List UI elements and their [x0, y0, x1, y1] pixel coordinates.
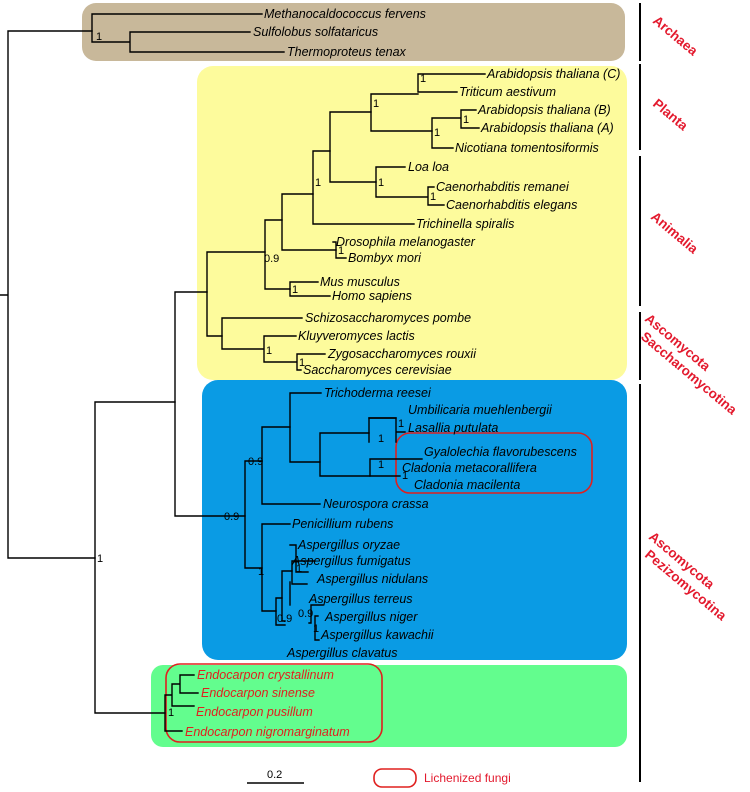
- taxon-label: Schizosaccharomyces pombe: [305, 311, 471, 325]
- taxon-label: Saccharomyces cerevisiae: [303, 363, 452, 377]
- taxon-label: Triticum aestivum: [459, 85, 556, 99]
- taxon-label: Aspergillus terreus: [308, 592, 413, 606]
- support-zygo: 1: [299, 357, 305, 369]
- taxon-label: Aspergillus kawachii: [320, 628, 435, 642]
- legend: Lichenized fungi: [373, 768, 511, 788]
- taxon-label: Caenorhabditis remanei: [436, 180, 570, 194]
- endocarpon-box: [151, 665, 627, 747]
- taxon-label: Zygosaccharomyces rouxii: [327, 347, 477, 361]
- support-sordario: 0.9: [248, 456, 263, 468]
- taxon-label: Arabidopsis thaliana (A): [480, 121, 614, 135]
- taxon-label: Kluyveromyces lactis: [298, 329, 415, 343]
- legend-label: Lichenized fungi: [424, 771, 511, 785]
- support-values: 1 1 1 1 1 1 1 1 0.9 1 1 1 1 1 1 1 1 0.9 …: [96, 31, 469, 719]
- taxon-label: Trichinella spiralis: [416, 217, 514, 231]
- support-metazoa: 0.9: [264, 253, 279, 265]
- taxon-label: Mus musculus: [320, 275, 400, 289]
- taxon-label: Caenorhabditis elegans: [446, 198, 577, 212]
- group-label-archaea: Archaea: [650, 13, 701, 59]
- support-endocarpon: 1: [168, 707, 174, 719]
- tree-branches: [0, 13, 486, 732]
- support-archaea: 1: [96, 31, 102, 43]
- support-plants: 1: [373, 98, 379, 110]
- taxon-label: Thermoproteus tenax: [287, 45, 407, 59]
- scale-bar: 0.2: [247, 769, 304, 784]
- taxon-label: Sulfolobus solfataricus: [253, 25, 378, 39]
- taxon-label: Penicillium rubens: [292, 517, 393, 531]
- support-asp-clavatus: 0.9: [277, 613, 292, 625]
- support-root: 1: [97, 553, 103, 565]
- taxon-label: Endocarpon crystallinum: [197, 668, 334, 682]
- group-label-planta: Planta: [650, 96, 691, 134]
- support-mus-homo: 1: [292, 284, 298, 296]
- taxon-label: Loa loa: [408, 160, 449, 174]
- legend-swatch: [373, 768, 417, 788]
- taxon-label: Aspergillus nidulans: [316, 572, 428, 586]
- support-sacch: 1: [266, 345, 272, 357]
- taxon-label: Endocarpon nigromarginatum: [185, 725, 350, 739]
- taxon-label: Aspergillus clavatus: [286, 646, 397, 660]
- taxon-label: Cladonia metacorallifera: [402, 461, 537, 475]
- scale-bar-label: 0.2: [267, 769, 282, 781]
- group-labels: Archaea Planta Animalia Ascomycota Sacch…: [638, 13, 740, 624]
- support-arab-ab: 1: [463, 114, 469, 126]
- taxon-label: Aspergillus oryzae: [297, 538, 400, 552]
- support-nematodes: 1: [378, 177, 384, 189]
- taxon-label: Umbilicaria muehlenbergii: [408, 403, 553, 417]
- pezizomycotina-box: [202, 380, 627, 660]
- support-clad: 1: [402, 470, 408, 482]
- support-asp-niger: 1: [313, 623, 319, 635]
- support-gyalo-clad: 1: [378, 459, 384, 471]
- taxon-label: Lasallia putulata: [408, 421, 498, 435]
- taxon-label: Methanocaldococcus fervens: [264, 7, 426, 21]
- support-penicillium-asp: 1: [258, 566, 264, 578]
- taxon-label: Aspergillus fumigatus: [291, 554, 411, 568]
- taxon-label: Homo sapiens: [332, 289, 412, 303]
- support-arab-nicotiana: 1: [434, 127, 440, 139]
- support-arab-c: 1: [420, 73, 426, 85]
- taxon-label: Bombyx mori: [348, 251, 422, 265]
- support-animals-plants: 1: [315, 177, 321, 189]
- taxon-label: Gyalolechia flavorubescens: [424, 445, 577, 459]
- lichen-outline-endocarpon: [165, 663, 383, 743]
- support-caeno: 1: [430, 191, 436, 203]
- group-label-animalia: Animalia: [648, 209, 701, 257]
- taxon-label: Endocarpon pusillum: [196, 705, 313, 719]
- taxon-label: Arabidopsis thaliana (C): [486, 67, 620, 81]
- taxon-label: Drosophila melanogaster: [336, 235, 476, 249]
- taxon-label: Nicotiana tomentosiformis: [455, 141, 599, 155]
- planta-animalia-yeast-box: [197, 66, 627, 380]
- taxon-label: Cladonia macilenta: [414, 478, 520, 492]
- support-asp-fum-nid: 1: [296, 563, 302, 575]
- support-lichens: 1: [378, 433, 384, 445]
- taxon-label: Endocarpon sinense: [201, 686, 315, 700]
- support-pezizo: 0.9: [224, 511, 239, 523]
- taxon-label: Trichoderma reesei: [324, 386, 432, 400]
- lichen-outline-cladonia: [395, 432, 593, 494]
- taxon-label: Aspergillus niger: [324, 610, 418, 624]
- support-asp-terreus: 0.9: [298, 608, 313, 620]
- taxon-label: Neurospora crassa: [323, 497, 429, 511]
- archaea-box: [82, 3, 625, 61]
- support-umb-las: 1: [398, 418, 404, 430]
- support-dros-bombyx: 1: [338, 245, 344, 257]
- taxon-label: Arabidopsis thaliana (B): [477, 103, 611, 117]
- taxon-labels: Methanocaldococcus fervens Sulfolobus so…: [185, 7, 620, 739]
